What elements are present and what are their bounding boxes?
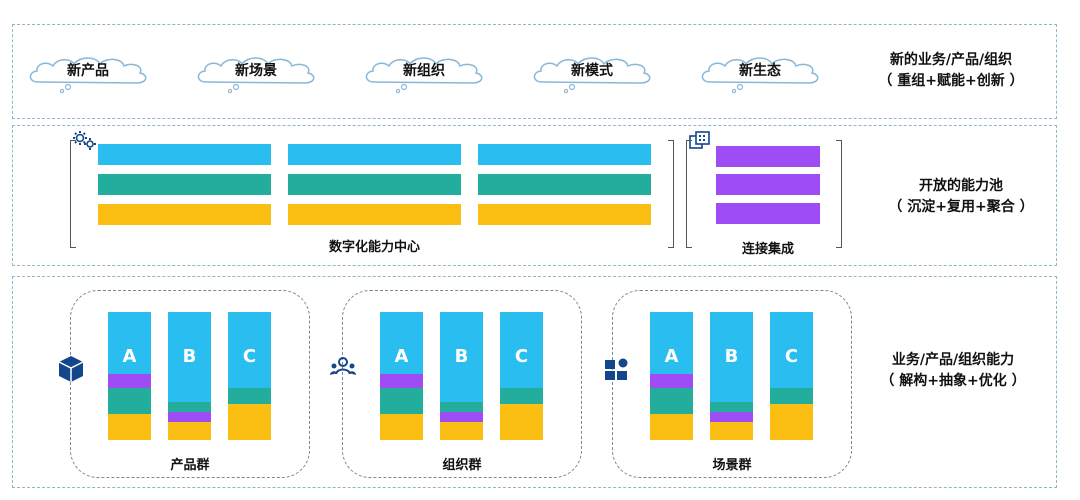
capability-bar [98, 174, 271, 195]
capability-bar [478, 144, 651, 165]
gears-icon [73, 131, 96, 150]
integration-caption: 连接集成 [741, 242, 794, 257]
cloud-icon [533, 57, 651, 94]
cloud-icon [365, 57, 483, 94]
capability-bar [288, 174, 461, 195]
cloud-new-product: 新产品 [24, 52, 152, 94]
integration-bar [716, 203, 820, 224]
integration-bracket-right [836, 140, 842, 248]
column-letter: A [664, 346, 679, 367]
top-label-line1: 新的业务/产品/组织 [889, 52, 1013, 68]
cloud-label: 新模式 [571, 63, 613, 79]
digital-center-caption: 数字化能力中心 [328, 240, 420, 255]
integration-bar [716, 174, 820, 195]
digital-center-bracket-right [668, 140, 674, 248]
scene-group [612, 290, 852, 478]
scene-group-caption: 场景群 [712, 458, 752, 473]
integration-icon [689, 131, 710, 149]
digital-center-bracket-left [70, 140, 76, 248]
cloud-icon [701, 57, 819, 94]
capability-bar [288, 204, 461, 225]
grid-icon [605, 358, 628, 380]
column-letter: B [454, 346, 469, 367]
organization-group [342, 290, 582, 478]
cloud-new-model: 新模式 [528, 52, 656, 94]
top-label-line2: （ 重组+赋能+创新 ） [878, 73, 1024, 89]
bottom-side-label: 业务/产品/组织能力 （ 解构+抽象+优化 ） [870, 350, 1036, 392]
cloud-label: 新组织 [403, 63, 445, 79]
capability-column-b: B [168, 312, 211, 440]
cloud-icon [197, 57, 315, 94]
cloud-label: 新场景 [235, 63, 277, 79]
column-letter: C [514, 346, 529, 367]
capability-bar [478, 204, 651, 225]
middle-label-line2: （ 沉淀+复用+聚合 ） [888, 199, 1034, 215]
cloud-new-organization: 新组织 [360, 52, 488, 94]
capability-bar [478, 174, 651, 195]
integration-bracket-left [686, 140, 692, 248]
column-letter: C [784, 346, 799, 367]
column-letter: A [122, 346, 137, 367]
capability-bar [98, 144, 271, 165]
middle-label-line1: 开放的能力池 [919, 178, 1003, 194]
cloud-label: 新生态 [739, 63, 781, 79]
cloud-new-scene: 新场景 [192, 52, 320, 94]
product-group-caption: 产品群 [170, 458, 210, 473]
people-icon [330, 357, 356, 375]
cube-icon [58, 356, 84, 382]
capability-column-a: A [108, 312, 151, 440]
new-business-panel [12, 24, 1057, 119]
cloud-label: 新产品 [67, 63, 109, 79]
cloud-new-ecosystem: 新生态 [696, 52, 824, 94]
integration-bar [716, 146, 820, 167]
capability-column-b: B [440, 312, 483, 440]
capability-column-c: C [770, 312, 813, 440]
column-letter: C [242, 346, 257, 367]
bottom-label-line1: 业务/产品/组织能力 [891, 352, 1015, 368]
capability-column-b: B [710, 312, 753, 440]
column-letter: A [394, 346, 409, 367]
cloud-icon [29, 57, 147, 94]
capability-column-c: C [500, 312, 543, 440]
capability-column-a: A [650, 312, 693, 440]
middle-side-label: 开放的能力池 （ 沉淀+复用+聚合 ） [878, 176, 1044, 218]
organization-group-caption: 组织群 [442, 458, 482, 473]
bottom-label-line2: （ 解构+抽象+优化 ） [880, 373, 1026, 389]
top-side-label: 新的业务/产品/组织 （ 重组+赋能+创新 ） [868, 50, 1034, 92]
column-letter: B [182, 346, 197, 367]
capability-column-c: C [228, 312, 271, 440]
capability-bar [98, 204, 271, 225]
capability-bar [288, 144, 461, 165]
product-group [70, 290, 310, 478]
column-letter: B [724, 346, 739, 367]
capability-column-a: A [380, 312, 423, 440]
